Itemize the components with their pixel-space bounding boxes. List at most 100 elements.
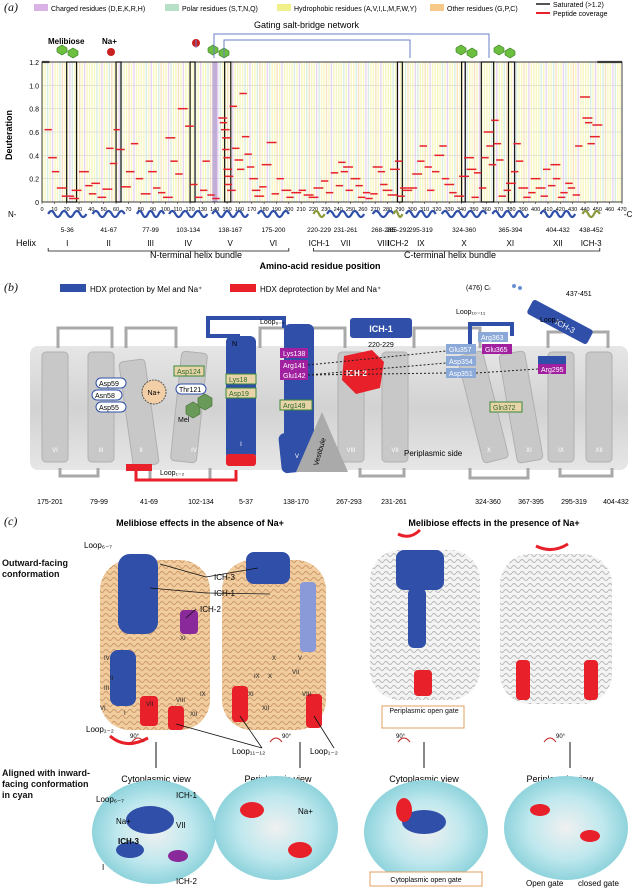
arg295-box [538,364,566,374]
y-tick-label: 0.4 [29,153,39,160]
asp351-box [446,368,476,378]
plot-frame [41,61,623,203]
helix-wave [491,209,530,219]
helix-range-label: 77-99 [142,227,159,234]
x-tick-label: 50 [101,207,107,213]
legend-coverage: Peptide coverage [553,11,608,18]
y-tick-label: 1.0 [29,83,39,90]
range-label: 231-261 [381,499,407,506]
asp351-label: Asp351 [449,371,473,378]
helix-range-label: 438-452 [579,227,603,234]
cyto-open-gate-label: Cytoplasmic open gate [390,877,461,884]
helix-label: XI [526,448,532,454]
helix-name-label: IV [184,239,192,248]
range-label: 404-432 [603,499,629,506]
asp354-box [446,356,476,366]
helix-label: X [487,448,491,454]
glu357-box [446,344,476,354]
view-labels: Cytoplasmic view Periplasmic view Cytopl… [121,774,594,784]
asp55-box [95,401,127,413]
loop12-label: Loop₁₋₂ [86,725,114,734]
helix-wave [211,209,250,219]
glu357-label: Glu357 [449,347,472,354]
gln372-label: Gln372 [493,405,516,412]
arg149-box [279,399,313,411]
peri-open-gate-label: Periplasmic open gate [389,708,459,715]
bundle-bracket [47,248,290,252]
x-tick-label: 190 [272,207,281,213]
helix-range-label: 295-319 [409,227,433,234]
cyto-open-gate-box [369,871,483,887]
ich1-label: ICH-1 [369,324,393,334]
helix-name-label: XII [553,239,563,248]
deprotect-legend: HDX deprotection by Mel and Na⁺ [260,285,381,294]
roman: XII [262,706,270,712]
loop67-label-2: Loop₆₋₇ [96,795,124,804]
rot-label: 90° [396,734,406,740]
ich1-box [350,318,412,338]
helix-name-label: ICH-3 [581,239,602,248]
periplasmic-side-label: Periplasmic side [404,449,463,458]
x-tick-label: 330 [445,207,454,213]
melibiose-label: Melibiose [48,37,85,46]
rot-label: 90° [130,734,140,740]
panel-b-letter: (b) [4,280,18,294]
ich2-label: ICH-2 [200,605,221,614]
loop-1-2-label: Loop₁₋₂ [160,470,185,477]
x-tick-label: 470 [617,207,626,213]
loop-10-11-label: Loop₁₀₋₁₁ [456,309,486,316]
x-tick-label: 280 [383,207,392,213]
n-bundle-label: N-terminal helix bundle [150,250,242,260]
loop12b-label: Loop₁₋₂ [310,747,338,756]
mel-sugar-icon [185,393,213,419]
helix-name-label: IX [417,239,425,248]
outward-label-wrap: Outward-facing conformation [2,558,68,579]
x-tick-label: 170 [247,207,256,213]
ich2-label-2: ICH-2 [176,877,197,886]
topview-4 [504,776,628,880]
helix-wave [256,209,290,219]
helix-range-label: 231-261 [334,227,358,234]
ich3-label: ICH-3 [214,573,235,582]
inward-label: Aligned with inward-facing conformation … [2,768,90,800]
ich3-label-2: ICH-3 [118,837,139,846]
x-tick-label: 390 [519,207,528,213]
legend-other-swatch [430,4,444,11]
roman: XII [190,712,198,718]
range-label: 138-170 [283,499,309,506]
helix-row: 5-36I41-67II77-99III103-134IV138-167V175… [47,209,603,252]
y-axis-label: Deuteration [4,110,14,160]
i-label: I [102,863,104,872]
na-label-2: Na+ [116,817,131,826]
x-tick-label: 180 [260,207,269,213]
helix-name-label: II [106,239,110,248]
helix-name-label: VIII [377,239,389,248]
topview-labels: Loop₆₋₇ ICH-1 Na+ VII ICH-3 I ICH-2 Na+ … [96,791,619,888]
roman: VII [146,702,154,708]
x-tick-label: 10 [51,207,57,213]
x-axis-label: Amino-acid residue position [259,261,380,271]
legend-charged: Charged residues (D,E,K,R,H) [51,6,145,13]
helix-wave [47,209,88,219]
arg141-box [280,360,308,370]
legend-polar-swatch [165,4,179,11]
helix-range-label: 41-67 [100,227,117,234]
na-ion-icon [107,48,115,56]
bottom-ranges: 175-201 79-99 41-69 102-134 5-37 138-170… [37,499,629,506]
melibiose-icon [56,44,68,56]
asn58-label: Asn58 [95,393,115,400]
roman: X [272,656,276,662]
melibiose-icon [67,47,79,59]
asn58-box [91,389,123,401]
melibiose-icon [207,44,219,56]
x-tick-label: 200 [284,207,293,213]
na-label-3: Na+ [298,807,313,816]
roman: III [104,686,109,692]
arg363-label: Arg363 [481,335,504,342]
helix-label: XII [595,448,603,454]
thr121-label: Thr121 [179,387,201,394]
helix-range-label: 5-36 [61,227,74,234]
legend-polar: Polar residues (S,T,N,Q) [182,6,258,13]
loop-6-7-label: Loop₆₋₇ [260,319,285,326]
helix-range-label: 285-292 [386,227,410,234]
